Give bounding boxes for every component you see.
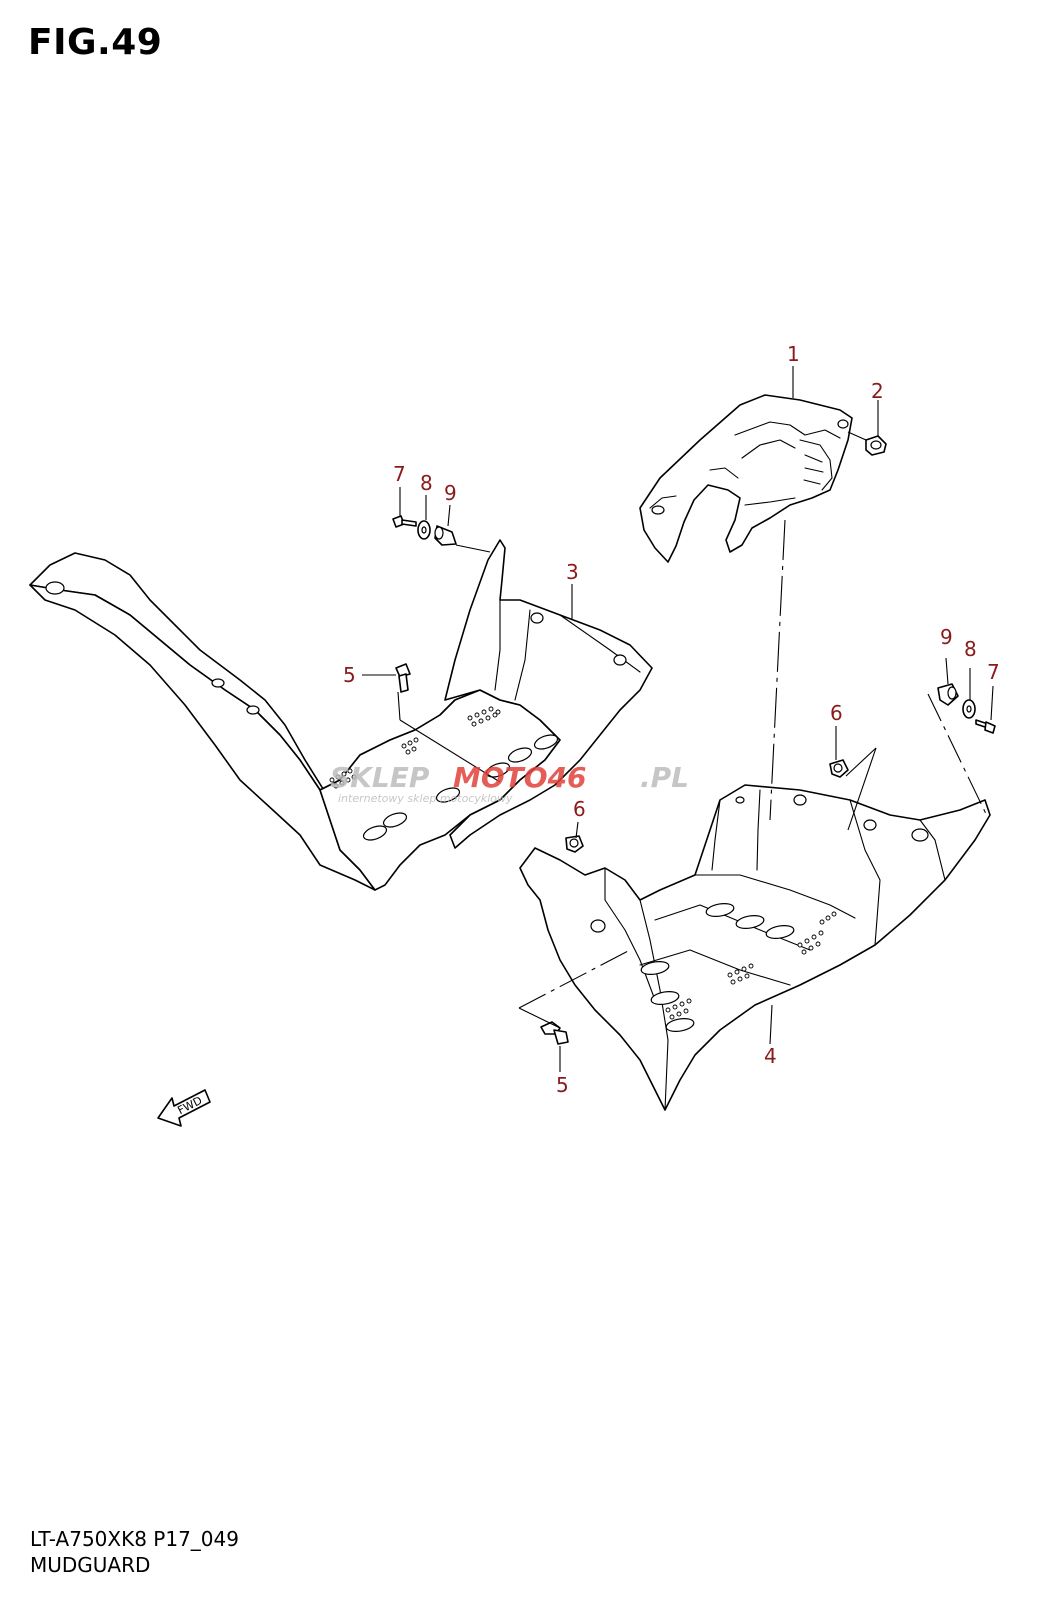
callout-9-right: 9 <box>940 625 953 649</box>
callout-5-upper: 5 <box>343 663 356 687</box>
figure-title: FIG.49 <box>28 22 163 63</box>
callout-8-left: 8 <box>420 471 433 495</box>
callout-7-left: 7 <box>393 462 406 486</box>
bolt-7-left[interactable] <box>392 515 417 528</box>
callout-8-right: 8 <box>964 637 977 661</box>
washer-8-left[interactable] <box>417 520 431 540</box>
clip-6-upper[interactable] <box>829 759 849 778</box>
callout-6-lower: 6 <box>573 797 586 821</box>
watermark-left: SKLEP <box>330 761 430 794</box>
callout-4: 4 <box>764 1044 777 1068</box>
watermark: SKLEP MOTO46 .PL internetowy sklep motoc… <box>330 761 689 805</box>
forward-direction-arrow: FWD <box>157 1089 211 1127</box>
callout-3: 3 <box>566 560 579 584</box>
grommet-9-right[interactable] <box>937 683 959 706</box>
callout-2: 2 <box>871 379 884 403</box>
callout-9-left: 9 <box>444 481 457 505</box>
part-1-cover[interactable] <box>639 394 853 563</box>
reference-lines <box>362 366 994 1072</box>
bolt-5-lower[interactable] <box>540 1021 569 1045</box>
washer-8-right[interactable] <box>962 699 976 719</box>
section-name: MUDGUARD <box>30 1553 151 1577</box>
fwd-label: FWD <box>175 1094 204 1117</box>
part-3-left-mudguard[interactable] <box>29 539 653 891</box>
callout-7-right: 7 <box>987 660 1000 684</box>
part-4-right-mudguard[interactable] <box>519 784 991 1111</box>
bolt-5-upper[interactable] <box>395 663 411 693</box>
callout-5-lower: 5 <box>556 1073 569 1097</box>
watermark-right: .PL <box>640 761 689 794</box>
clip-6-lower[interactable] <box>565 835 584 853</box>
model-code: LT-A750XK8 P17_049 <box>30 1527 239 1551</box>
watermark-subtitle: internetowy sklep motocyklowy <box>338 792 513 805</box>
bolt-7-right[interactable] <box>975 719 996 734</box>
callout-6-upper: 6 <box>830 701 843 725</box>
left-grip-dots <box>329 706 501 789</box>
part-2-clip[interactable] <box>847 431 887 456</box>
watermark-mid: MOTO46 <box>453 761 587 794</box>
grommet-9-left[interactable] <box>434 525 457 546</box>
callout-1: 1 <box>787 342 800 366</box>
right-grip-dots <box>665 911 837 1020</box>
